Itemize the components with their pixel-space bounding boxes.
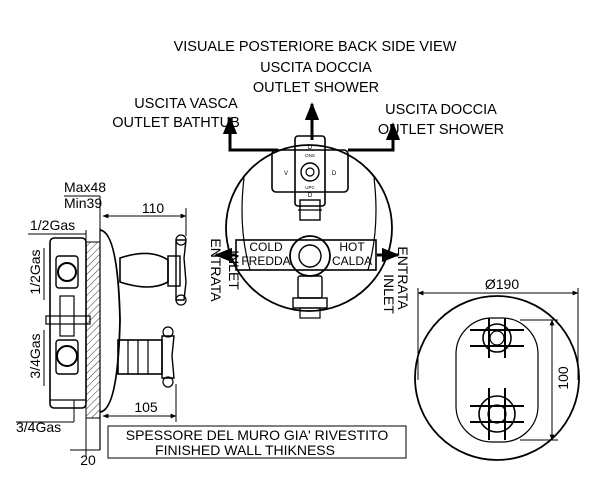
cover-plate-inner-rect bbox=[455, 317, 539, 443]
inlet-left-label-en: INLET bbox=[226, 250, 242, 290]
diverter-mark-left: V bbox=[284, 171, 288, 177]
lower-port bbox=[55, 339, 79, 375]
cold-label-en: COLD bbox=[249, 240, 283, 254]
gas-left-upper-label: 1/2Gas bbox=[27, 249, 43, 294]
upper-handle-knob-top bbox=[175, 234, 187, 246]
outlet-shower-top-label-it: USCITA DOCCIA bbox=[260, 60, 372, 76]
diverter-mark-top: D bbox=[308, 145, 313, 151]
body-inner-contour bbox=[241, 177, 377, 271]
upper-handle-cap bbox=[167, 255, 181, 287]
diverter-core-icon bbox=[305, 167, 315, 177]
diverter-mark-right: D bbox=[332, 171, 337, 177]
plate-offset-label: 20 bbox=[80, 452, 96, 468]
diverter-mark-small-bottom: UPC bbox=[305, 185, 315, 190]
lower-handle-body bbox=[117, 339, 163, 375]
bottom-connector bbox=[297, 275, 323, 299]
hot-label-en: HOT bbox=[339, 240, 365, 254]
upper-handle-body bbox=[119, 252, 169, 288]
side-section-view: Max48 Min39 110 1/2Gas 1/2Gas 3/4Gas 105… bbox=[16, 179, 407, 468]
outlet-shower-top-label-en: OUTLET SHOWER bbox=[253, 80, 379, 96]
outlet-bath-label-it: USCITA VASCA bbox=[134, 96, 238, 112]
upper-handle-cross bbox=[175, 239, 187, 301]
lower-port-ring bbox=[56, 345, 78, 367]
upper-handle-knob-bottom bbox=[175, 294, 187, 306]
wall-hatch bbox=[85, 241, 101, 419]
diameter-label: Ø190 bbox=[485, 276, 519, 292]
back-side-view: VISUALE POSTERIORE BACK SIDE VIEW USCITA… bbox=[112, 39, 504, 319]
gas-top-label: 1/2Gas bbox=[30, 217, 75, 233]
outlet-bath-arrow bbox=[222, 116, 278, 152]
wall-thickness-label-en: FINISHED WALL THIKNESS bbox=[155, 442, 335, 458]
upper-port bbox=[55, 255, 79, 289]
bottom-stem bbox=[299, 307, 321, 319]
width-top-label: 110 bbox=[142, 200, 165, 216]
outlet-shower-right-arrow bbox=[348, 122, 401, 152]
inlet-left-label-it: ENTRATA bbox=[208, 238, 224, 302]
front-plate-view: Ø190 100 bbox=[414, 276, 580, 461]
gas-left-lower-label: 3/4Gas bbox=[27, 333, 43, 378]
outlet-shower-right-label-it: USCITA DOCCIA bbox=[385, 102, 497, 118]
inlet-right-label-it: ENTRATA bbox=[395, 246, 411, 310]
front-upper-handle bbox=[470, 318, 524, 358]
min-depth-label: Min39 bbox=[64, 195, 102, 211]
outlet-shower-right-label-en: OUTLET SHOWER bbox=[378, 122, 504, 138]
inlet-pipe bbox=[235, 239, 377, 271]
body-outer-circle bbox=[225, 144, 393, 312]
diverter-housing bbox=[271, 149, 349, 193]
cold-label-it: FREDDA bbox=[241, 254, 290, 268]
view-title: VISUALE POSTERIORE BACK SIDE VIEW bbox=[174, 39, 457, 55]
cartridge-inner bbox=[298, 244, 322, 268]
cover-plate-side bbox=[99, 229, 121, 413]
max-depth-label: Max48 bbox=[64, 179, 106, 195]
outlet-bath-label-en: OUTLET BATHTUB bbox=[112, 115, 240, 131]
bottom-flange bbox=[292, 297, 328, 309]
diverter-mark-small-top: ONS bbox=[305, 153, 315, 158]
lower-handle-cross bbox=[161, 335, 175, 379]
diverter-mark-bottom: D bbox=[308, 193, 313, 199]
height-label: 100 bbox=[555, 366, 571, 390]
wall-thickness-label-it: SPESSORE DEL MURO GIA' RIVESTITO bbox=[126, 427, 389, 443]
wall-thickness-box bbox=[107, 425, 407, 459]
diverter-center-icon bbox=[300, 162, 320, 182]
lower-handle-knob-top bbox=[162, 326, 174, 338]
valve-body bbox=[49, 237, 87, 409]
diverter-body bbox=[294, 135, 326, 207]
gas-bottom-label: 3/4Gas bbox=[16, 419, 61, 435]
mid-flange bbox=[45, 315, 91, 325]
upper-port-ring bbox=[57, 262, 77, 282]
width-bottom-label: 105 bbox=[134, 399, 158, 415]
cover-plate-circle bbox=[414, 295, 580, 461]
hot-label-it: CALDA bbox=[332, 254, 372, 268]
lower-handle-knob-bottom bbox=[162, 376, 174, 388]
front-lower-handle bbox=[470, 388, 524, 440]
inlet-right-label-en: INLET bbox=[381, 274, 397, 314]
